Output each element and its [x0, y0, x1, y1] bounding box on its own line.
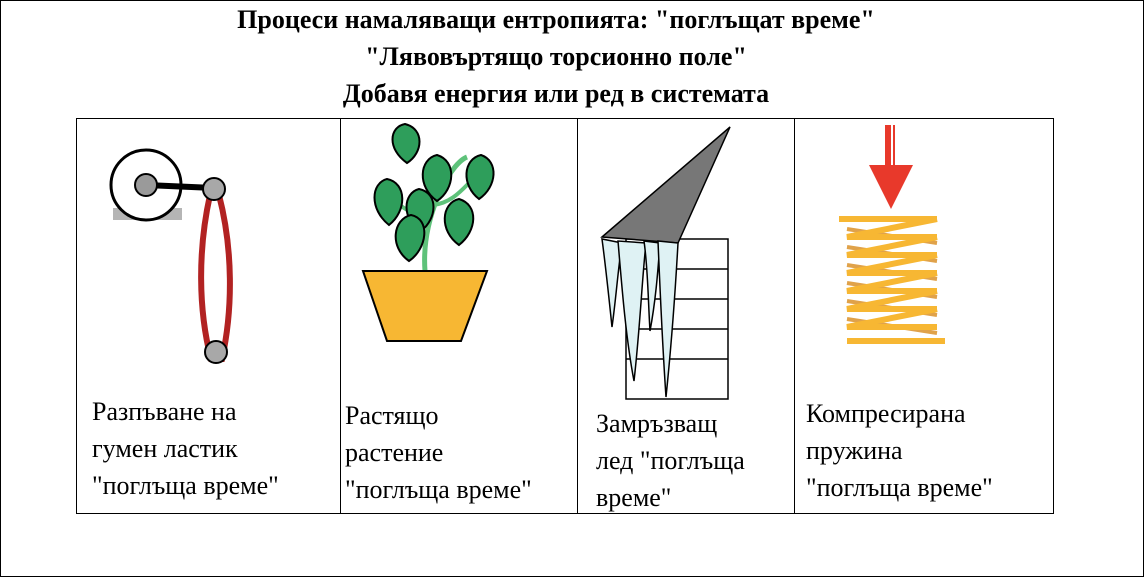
leaf — [443, 197, 475, 247]
arrow-shaft — [885, 125, 891, 165]
icicle — [617, 240, 647, 382]
caption-icicles: Замръзващ лед "поглъща време" — [596, 405, 745, 516]
leaf — [373, 177, 404, 227]
caption-line: "поглъща време" — [345, 475, 532, 504]
caption-spring: Компресирана пружина "поглъща време" — [806, 395, 993, 506]
panel-spring: Компресирана пружина "поглъща време" — [795, 119, 1053, 513]
caption-line: Компресирана — [806, 399, 966, 428]
caption-line: пружина — [806, 436, 903, 465]
top-pin — [202, 177, 226, 201]
caption-rubber-band: Разпъване на гумен ластик "поглъща време… — [92, 393, 279, 504]
title-line-2: "Лявовъртящо торсионно поле" — [365, 42, 747, 71]
rubber-band — [198, 192, 233, 362]
panel-rubber-band: Разпъване на гумен ластик "поглъща време… — [77, 119, 341, 513]
plant-illustration — [361, 122, 495, 342]
caption-line: време" — [596, 483, 672, 512]
caption-line: Разпъване на — [92, 397, 237, 426]
icicle — [657, 240, 679, 398]
icicles-illustration — [600, 126, 731, 400]
caption-line: Замръзващ — [596, 409, 718, 438]
title-line-3: Добавя енергия или ред в системата — [342, 79, 770, 108]
panel-icicles: Замръзващ лед "поглъща време" — [578, 119, 795, 513]
caption-line: лед "поглъща — [596, 446, 745, 475]
leaf — [421, 153, 453, 203]
roof — [600, 126, 731, 244]
axle — [134, 173, 158, 197]
spring-illustration — [839, 125, 945, 344]
leaf — [391, 122, 421, 165]
caption-line: "поглъща време" — [92, 471, 279, 500]
caption-plant: Растящо растение "поглъща време" — [345, 397, 532, 508]
caption-line: растение — [345, 438, 444, 467]
title-line-1: Процеси намаляващи ентропията: "поглъщат… — [237, 5, 875, 34]
panel-plant: Растящо растение "поглъща време" — [341, 119, 578, 513]
spring-front-coils — [839, 216, 945, 344]
leaf — [465, 153, 495, 201]
caption-line: "поглъща време" — [806, 473, 993, 502]
leaf — [394, 213, 426, 263]
caption-line: гумен ластик — [92, 434, 238, 463]
flower-pot — [361, 270, 489, 342]
arrow-head — [869, 165, 913, 209]
bottom-pin — [204, 340, 228, 364]
rubber-band-illustration — [109, 148, 233, 364]
caption-line: Растящо — [345, 401, 439, 430]
panel-row: Разпъване на гумен ластик "поглъща време… — [76, 118, 1054, 514]
